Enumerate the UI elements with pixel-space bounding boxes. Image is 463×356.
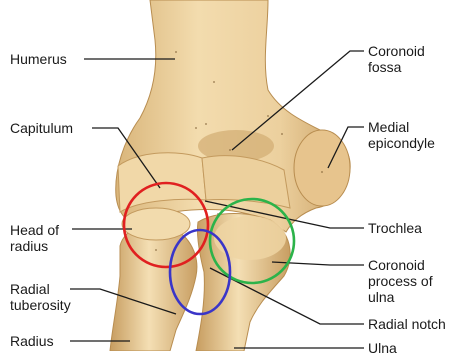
label-capitulum-text: Capitulum bbox=[10, 120, 73, 136]
label-head-of-radius-line2: radius bbox=[10, 238, 59, 254]
label-radius-text: Radius bbox=[10, 333, 54, 349]
label-coronoid-fossa-line2: fossa bbox=[368, 59, 425, 75]
label-trochlea: Trochlea bbox=[368, 220, 422, 236]
label-head-of-radius: Head of radius bbox=[10, 222, 59, 254]
label-radial-tuberosity-line2: tuberosity bbox=[10, 297, 71, 313]
label-coronoid-process-line1: Coronoid bbox=[368, 257, 433, 273]
label-medial-epicondyle-line2: epicondyle bbox=[368, 135, 435, 151]
radius-head-bone bbox=[122, 208, 190, 240]
label-coronoid-process-line3: ulna bbox=[368, 289, 433, 305]
label-radial-notch: Radial notch bbox=[368, 316, 446, 332]
label-radial-notch-text: Radial notch bbox=[368, 316, 446, 332]
label-ulna: Ulna bbox=[368, 340, 397, 356]
label-coronoid-fossa: Coronoid fossa bbox=[368, 43, 425, 75]
label-medial-epicondyle-line1: Medial bbox=[368, 119, 435, 135]
label-coronoid-fossa-line1: Coronoid bbox=[368, 43, 425, 59]
label-radial-tuberosity: Radial tuberosity bbox=[10, 281, 71, 313]
label-humerus-text: Humerus bbox=[10, 51, 67, 67]
label-coronoid-process-of-ulna: Coronoid process of ulna bbox=[368, 257, 433, 305]
label-trochlea-text: Trochlea bbox=[368, 220, 422, 236]
coronoid-process-bone bbox=[214, 216, 286, 260]
label-humerus: Humerus bbox=[10, 51, 67, 67]
label-radial-tuberosity-line1: Radial bbox=[10, 281, 71, 297]
label-radius: Radius bbox=[10, 333, 54, 349]
label-head-of-radius-line1: Head of bbox=[10, 222, 59, 238]
label-medial-epicondyle: Medial epicondyle bbox=[368, 119, 435, 151]
label-coronoid-process-line2: process of bbox=[368, 273, 433, 289]
label-capitulum: Capitulum bbox=[10, 120, 73, 136]
label-ulna-text: Ulna bbox=[368, 340, 397, 356]
radius-bone bbox=[110, 224, 197, 351]
